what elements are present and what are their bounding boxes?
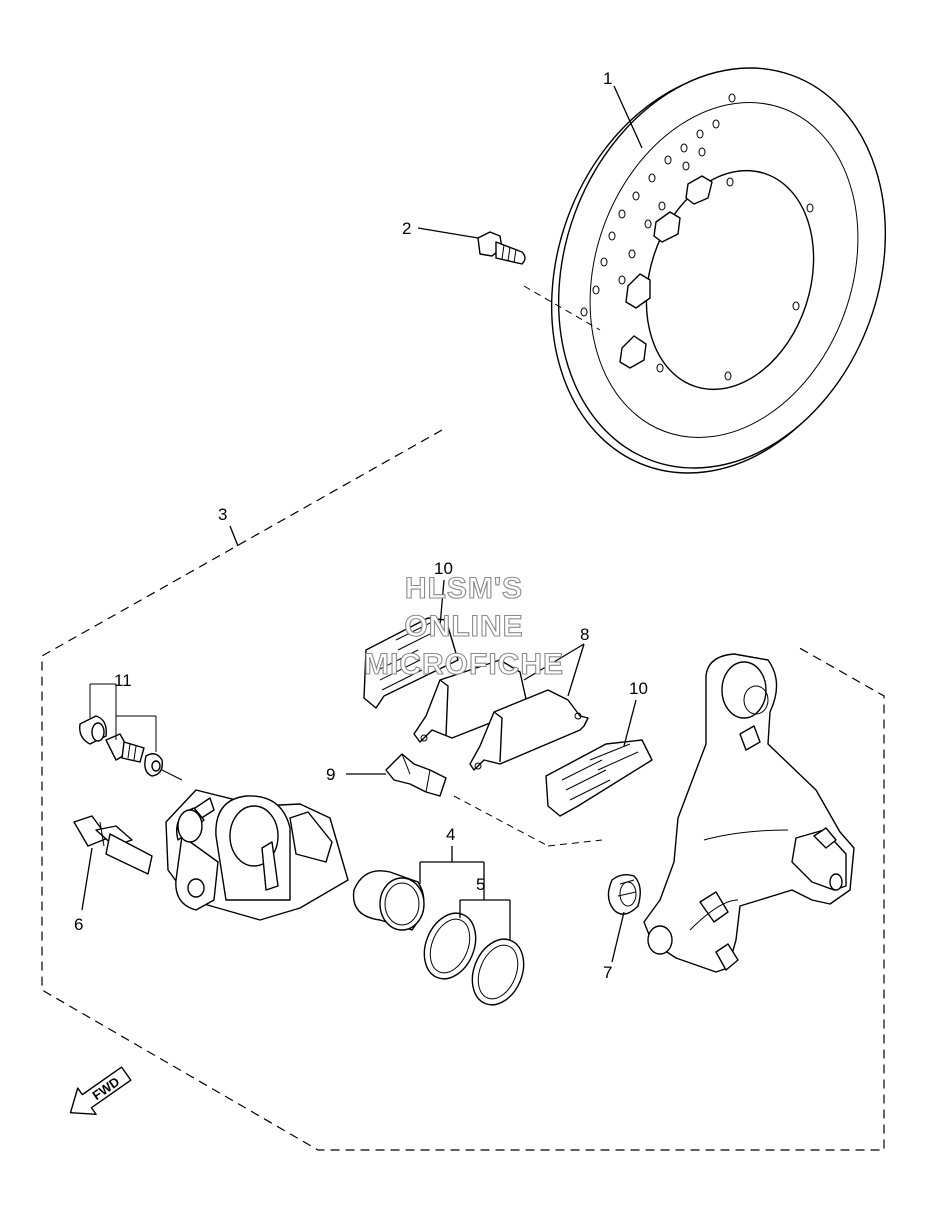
callout-6: 6 [74,915,83,934]
callout-1: 1 [603,69,612,88]
leader-lines [81,85,643,963]
callout-2: 2 [402,219,411,238]
watermark-line-3: MICROFICHE [364,648,564,681]
brake-disc [550,67,887,474]
caliper-bracket [643,653,855,973]
callout-4: 4 [446,825,455,844]
pad-shim-right [545,739,653,817]
callout-9: 9 [326,765,335,784]
callout-8: 8 [580,625,589,644]
callout-7: 7 [603,963,612,982]
watermark: HLSM'S ONLINE MICROFICHE [363,571,564,681]
caliper-assembly-outline [41,429,885,1151]
callout-3: 3 [218,505,227,524]
pad-spring [385,753,603,847]
watermark-line-2: ONLINE [404,610,523,643]
pistons [352,870,425,931]
callout-10-right: 10 [629,679,648,698]
bleed-screw-set [79,683,183,781]
callout-11: 11 [114,671,132,690]
piston-seals [423,912,525,1006]
brake-pads [413,659,589,771]
callout-10-left: 10 [434,559,453,578]
callout-labels: 1 2 3 4 5 6 7 8 9 10 10 11 [74,69,648,982]
pad-shim-left [363,617,459,709]
fwd-arrow-icon: FWD [69,1066,132,1115]
callout-5: 5 [476,875,485,894]
caliper-body [165,789,349,921]
pin-boot [607,873,641,915]
disc-bolt [477,231,601,331]
watermark-line-1: HLSM'S [405,572,523,605]
slide-pin [73,815,153,875]
